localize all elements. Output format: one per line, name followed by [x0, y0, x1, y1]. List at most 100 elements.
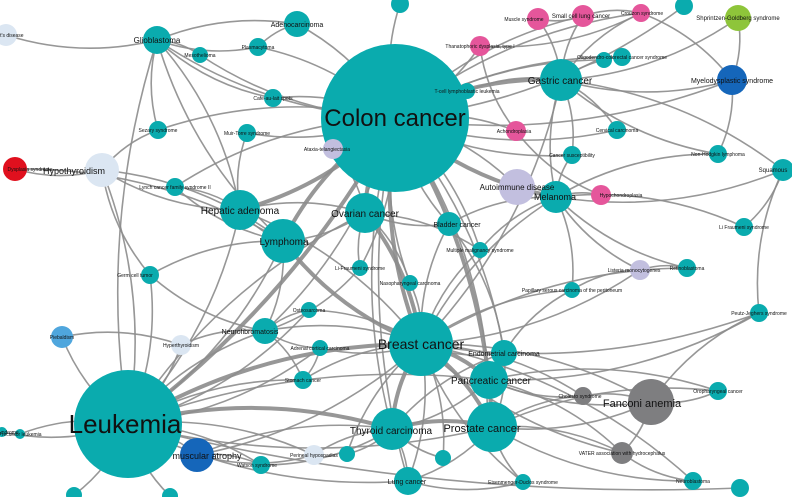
node-nonhodgkin[interactable] [709, 145, 727, 163]
node-muirtorre[interactable] [238, 124, 256, 142]
edge-breast-retinoblastoma [420, 267, 688, 345]
node-misc6[interactable] [66, 487, 82, 497]
node-misc1[interactable] [391, 0, 409, 13]
node-lymphoma[interactable] [261, 219, 305, 263]
node-adenocarcinoma[interactable] [284, 11, 310, 37]
node-leukemia[interactable] [74, 370, 182, 478]
node-misc2[interactable] [675, 0, 693, 15]
node-misc5[interactable] [435, 450, 451, 466]
node-glioblastoma[interactable] [143, 26, 171, 54]
node-piebaldism[interactable] [51, 326, 73, 348]
node-label-lung: Lung cancer [388, 479, 427, 486]
node-plasmacytoma[interactable] [249, 38, 267, 56]
node-peutz[interactable] [750, 304, 768, 322]
node-hyperthyroidism[interactable] [171, 335, 191, 355]
node-osteosarcoma[interactable] [301, 302, 317, 318]
node-endometrial[interactable] [491, 340, 517, 366]
node-lynch[interactable] [166, 178, 184, 196]
node-misc8[interactable] [731, 479, 749, 497]
edge-gastric-shprintzen [560, 17, 739, 81]
node-vater[interactable] [611, 442, 633, 464]
edge-melanoma-lifraumeni [555, 193, 745, 228]
node-mesothelioma[interactable] [192, 47, 208, 63]
node-ductus[interactable] [515, 474, 531, 490]
node-cancersusc[interactable] [563, 146, 581, 164]
node-shprintzen[interactable] [725, 5, 751, 31]
node-colon[interactable] [321, 44, 469, 192]
edge-gastric-nonhodgkin [560, 79, 719, 155]
node-adrenal[interactable] [312, 340, 328, 356]
node-lung[interactable] [394, 467, 422, 495]
node-sezary[interactable] [149, 121, 167, 139]
node-sma[interactable] [180, 438, 214, 472]
node-dysplasia[interactable] [3, 157, 27, 181]
node-smallcell[interactable] [572, 5, 594, 27]
node-neuroblastoma[interactable] [684, 472, 702, 490]
node-label-squamous: Squamous [759, 168, 788, 174]
edge-piebaldism-hyperthyroidism [61, 331, 182, 346]
node-torre[interactable] [0, 427, 7, 437]
node-muscle[interactable] [527, 8, 549, 30]
node-paradisease[interactable] [0, 24, 17, 46]
edge-achondroplasia-hypochondroplasia [515, 130, 602, 196]
node-pancreatic[interactable] [470, 361, 508, 399]
node-neurofibromatosis[interactable] [252, 318, 278, 344]
node-fanconi[interactable] [628, 379, 674, 425]
node-misc3[interactable] [596, 52, 612, 68]
node-label-retinoblastoma: Retinoblastoma [670, 266, 705, 272]
node-ataxia[interactable] [323, 139, 343, 159]
node-gastric[interactable] [540, 59, 582, 101]
node-myelodysplastic[interactable] [717, 65, 747, 95]
node-nasopharyngeal[interactable] [402, 275, 418, 291]
node-cholesto[interactable] [574, 387, 592, 405]
node-hypothyroidism[interactable] [85, 153, 119, 187]
node-label-listeria: Listeria monocytogenes [608, 268, 661, 274]
node-ovarian[interactable] [345, 193, 385, 233]
node-achondroplasia[interactable] [506, 121, 526, 141]
edge-squamous-peutz [756, 169, 784, 314]
node-crouzon[interactable] [632, 4, 650, 22]
node-squamous[interactable] [772, 159, 792, 181]
node-label-dysplasia: Dysplasia syndrome [7, 167, 52, 173]
node-thyroid[interactable] [371, 408, 413, 450]
node-cafe[interactable] [264, 89, 282, 107]
node-oropharyngeal[interactable] [709, 382, 727, 400]
node-misc7[interactable] [162, 488, 178, 497]
node-retinoblastoma[interactable] [678, 259, 696, 277]
node-papillary[interactable] [564, 282, 580, 298]
node-label-waardenburg: Watson syndrome [237, 463, 277, 469]
node-label-germcell: Germ cell tumor [117, 273, 153, 279]
node-waardenburg[interactable] [252, 456, 270, 474]
edge-melanoma-squamous [555, 169, 784, 204]
edge-glioblastoma-paradisease [5, 34, 158, 49]
node-label-papillary: Papillary serous carcinoma of the perito… [522, 288, 622, 294]
node-bladder[interactable] [437, 212, 461, 236]
node-hepatic[interactable] [220, 190, 260, 230]
node-misc4[interactable] [339, 446, 355, 462]
node-autoimmune[interactable] [499, 169, 535, 205]
node-germcell[interactable] [141, 266, 159, 284]
node-label-leukemia: Leukemia [69, 409, 182, 439]
node-tcell[interactable] [459, 83, 475, 99]
node-oligodendro[interactable] [613, 48, 631, 66]
node-multiple[interactable] [472, 242, 488, 258]
node-cervical[interactable] [608, 121, 626, 139]
node-label-crouzon: Crouzon syndrome [621, 11, 663, 17]
node-label-hyperthyroidism: Hyperthyroidism [163, 343, 199, 349]
node-lifraumeni[interactable] [735, 218, 753, 236]
node-melanoma[interactable] [540, 181, 572, 213]
node-label-peutz: Peutz-Jeghers syndrome [731, 311, 787, 317]
node-precursor[interactable] [15, 429, 25, 439]
node-breast[interactable] [389, 312, 453, 376]
node-thanatophoric[interactable] [470, 36, 490, 56]
node-stomach[interactable] [294, 371, 312, 389]
node-hypochondroplasia[interactable] [591, 185, 611, 205]
node-label-nonhodgkin: Non-Hodgkin lymphoma [691, 152, 745, 158]
node-peripheral[interactable] [304, 445, 324, 465]
node-label-hypochondroplasia: Hypochondroplasia [600, 193, 643, 199]
node-label-cholesto: Cholesto syndrome [558, 394, 601, 400]
node-listeria[interactable] [630, 260, 650, 280]
node-prostate[interactable] [467, 402, 517, 452]
node-hlifraumeni[interactable] [352, 260, 368, 276]
